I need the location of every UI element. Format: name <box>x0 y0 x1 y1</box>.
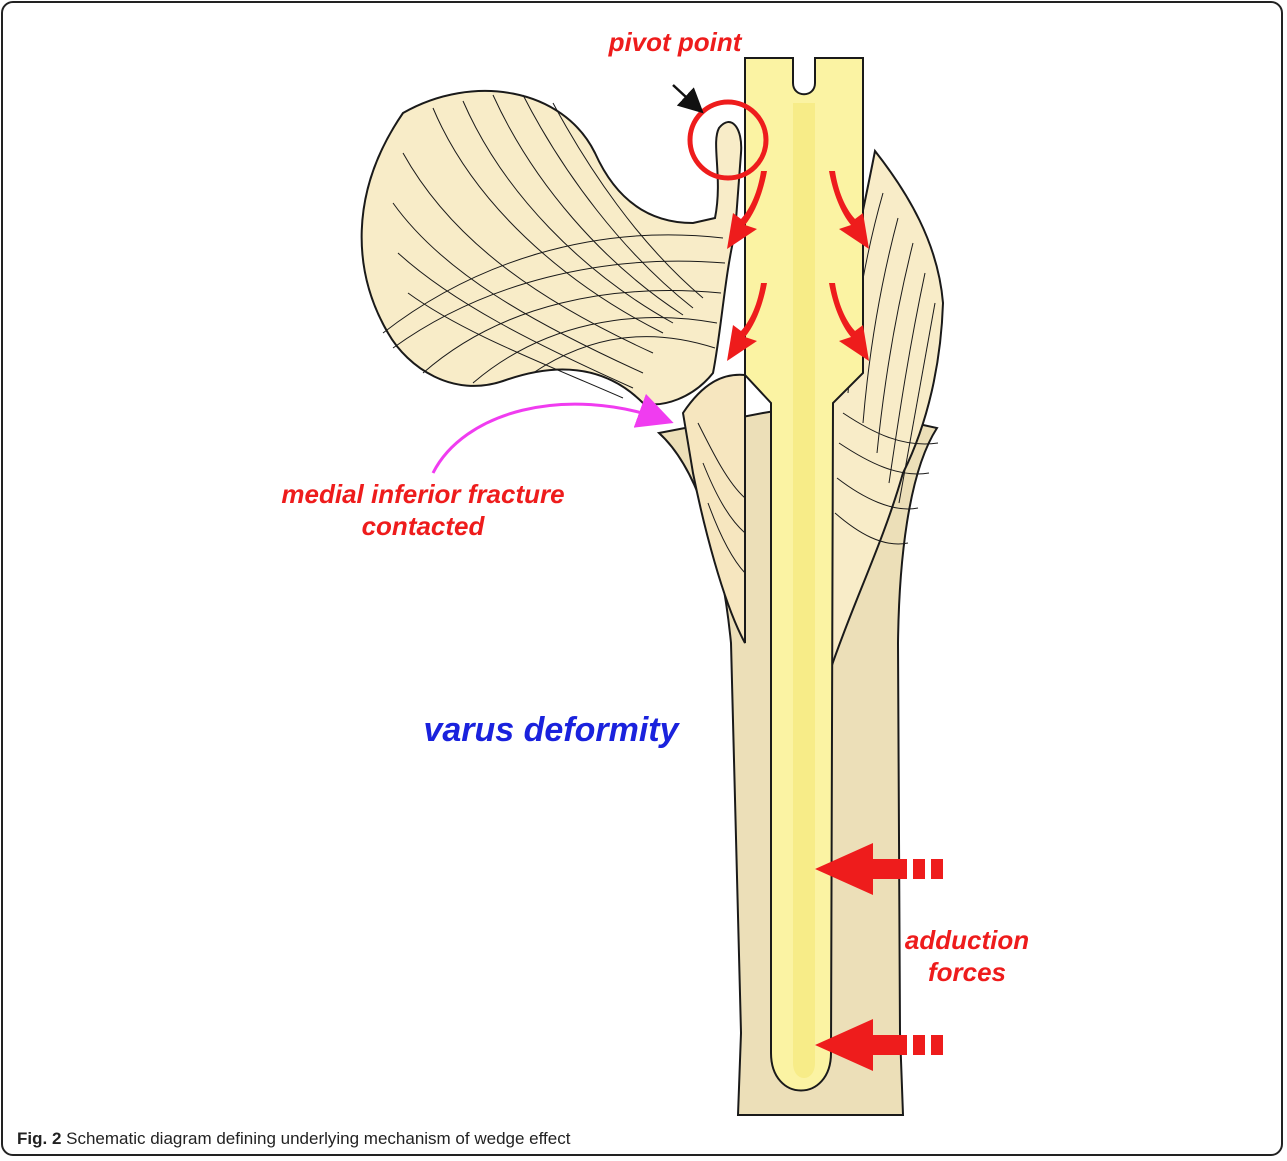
fracture-contact-arrow <box>433 404 668 473</box>
figure-number: Fig. 2 <box>17 1129 61 1148</box>
wedge-effect-diagram: pivot point medial inferior fracture con… <box>3 3 1283 1123</box>
pivot-arrow <box>673 85 700 110</box>
caption-text: Schematic diagram defining underlying me… <box>61 1129 570 1148</box>
figure-caption: Fig. 2 Schematic diagram defining underl… <box>17 1129 570 1149</box>
femoral-neck-fragment <box>683 375 745 643</box>
femoral-head <box>362 91 742 404</box>
adduction-forces-label-line2: forces <box>928 957 1006 987</box>
medial-fracture-label-line1: medial inferior fracture <box>281 479 564 509</box>
varus-deformity-label: varus deformity <box>423 711 680 749</box>
adduction-forces-label-line1: adduction <box>905 925 1029 955</box>
medial-fracture-label-line2: contacted <box>362 511 486 541</box>
pivot-point-label: pivot point <box>608 27 743 57</box>
nail-core <box>793 103 815 1078</box>
